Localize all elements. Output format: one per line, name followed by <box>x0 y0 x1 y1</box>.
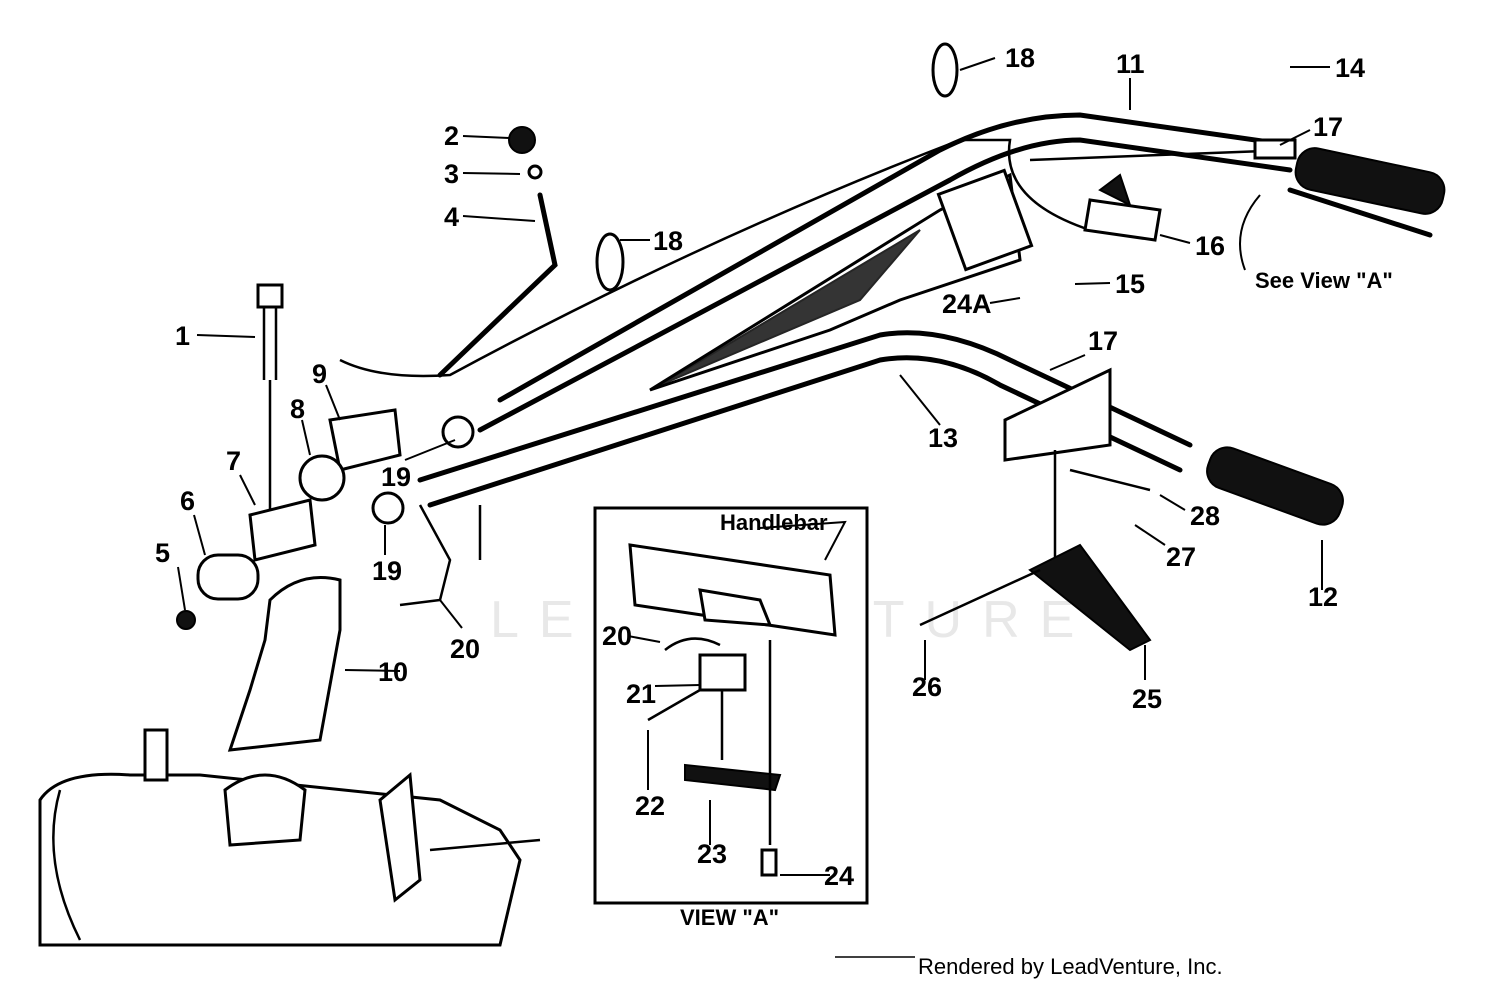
callout-26: 26 <box>912 672 942 702</box>
callout-21: 21 <box>626 679 656 709</box>
callout-18a: 18 <box>653 226 683 256</box>
lever-plate <box>919 367 1152 652</box>
leader-lines <box>177 57 1330 876</box>
callout-19b: 19 <box>372 556 402 586</box>
callout-12: 12 <box>1308 582 1338 612</box>
callout-22: 22 <box>635 791 665 821</box>
callout-27: 27 <box>1166 542 1196 572</box>
callout-5: 5 <box>155 538 170 568</box>
callout-10: 10 <box>378 657 408 687</box>
callout-1: 1 <box>175 321 190 351</box>
callout-16: 16 <box>1195 231 1225 261</box>
callout-25: 25 <box>1132 684 1162 714</box>
callout-9: 9 <box>312 359 327 389</box>
callout-6: 6 <box>180 486 195 516</box>
callout-17b: 17 <box>1088 326 1118 356</box>
callout-11: 11 <box>1116 49 1145 79</box>
callout-18b: 18 <box>1005 43 1035 73</box>
see-view-a-label: See View "A" <box>1255 268 1393 293</box>
callout-14: 14 <box>1335 53 1365 83</box>
callout-23: 23 <box>697 839 727 869</box>
handlebar-assembly <box>339 112 1293 508</box>
throttle-bracket <box>1083 173 1162 242</box>
callout-8: 8 <box>290 394 305 424</box>
callout-20b: 20 <box>602 621 632 651</box>
footer-credit: Rendered by LeadVenture, Inc. <box>918 954 1223 979</box>
callout-24a: 24A <box>942 289 992 319</box>
callout-labels: 1 2 3 4 5 6 7 8 9 10 11 12 13 14 15 16 1… <box>155 43 1393 930</box>
callout-2: 2 <box>444 121 459 151</box>
callout-17a: 17 <box>1313 112 1343 142</box>
grip-upper <box>1253 138 1446 238</box>
bolt-1 <box>256 283 284 520</box>
shift-rod <box>437 126 558 378</box>
callout-24: 24 <box>824 861 854 891</box>
callout-3: 3 <box>444 159 459 189</box>
handlebar-label: Handlebar <box>720 510 828 535</box>
callout-13: 13 <box>928 423 958 453</box>
callout-28: 28 <box>1190 501 1220 531</box>
view-a-caption: VIEW "A" <box>680 905 779 930</box>
callout-15: 15 <box>1115 269 1145 299</box>
callout-7: 7 <box>226 446 241 476</box>
handle-column <box>227 576 342 752</box>
cable-clips <box>595 42 959 292</box>
transmission-housing <box>38 728 541 947</box>
callout-19a: 19 <box>381 462 411 492</box>
callout-20a: 20 <box>450 634 480 664</box>
swivel-assembly <box>176 408 475 630</box>
wire-20 <box>399 504 482 607</box>
view-a-inset <box>593 506 869 905</box>
callout-4: 4 <box>444 202 459 232</box>
grip-lower <box>1206 446 1344 526</box>
